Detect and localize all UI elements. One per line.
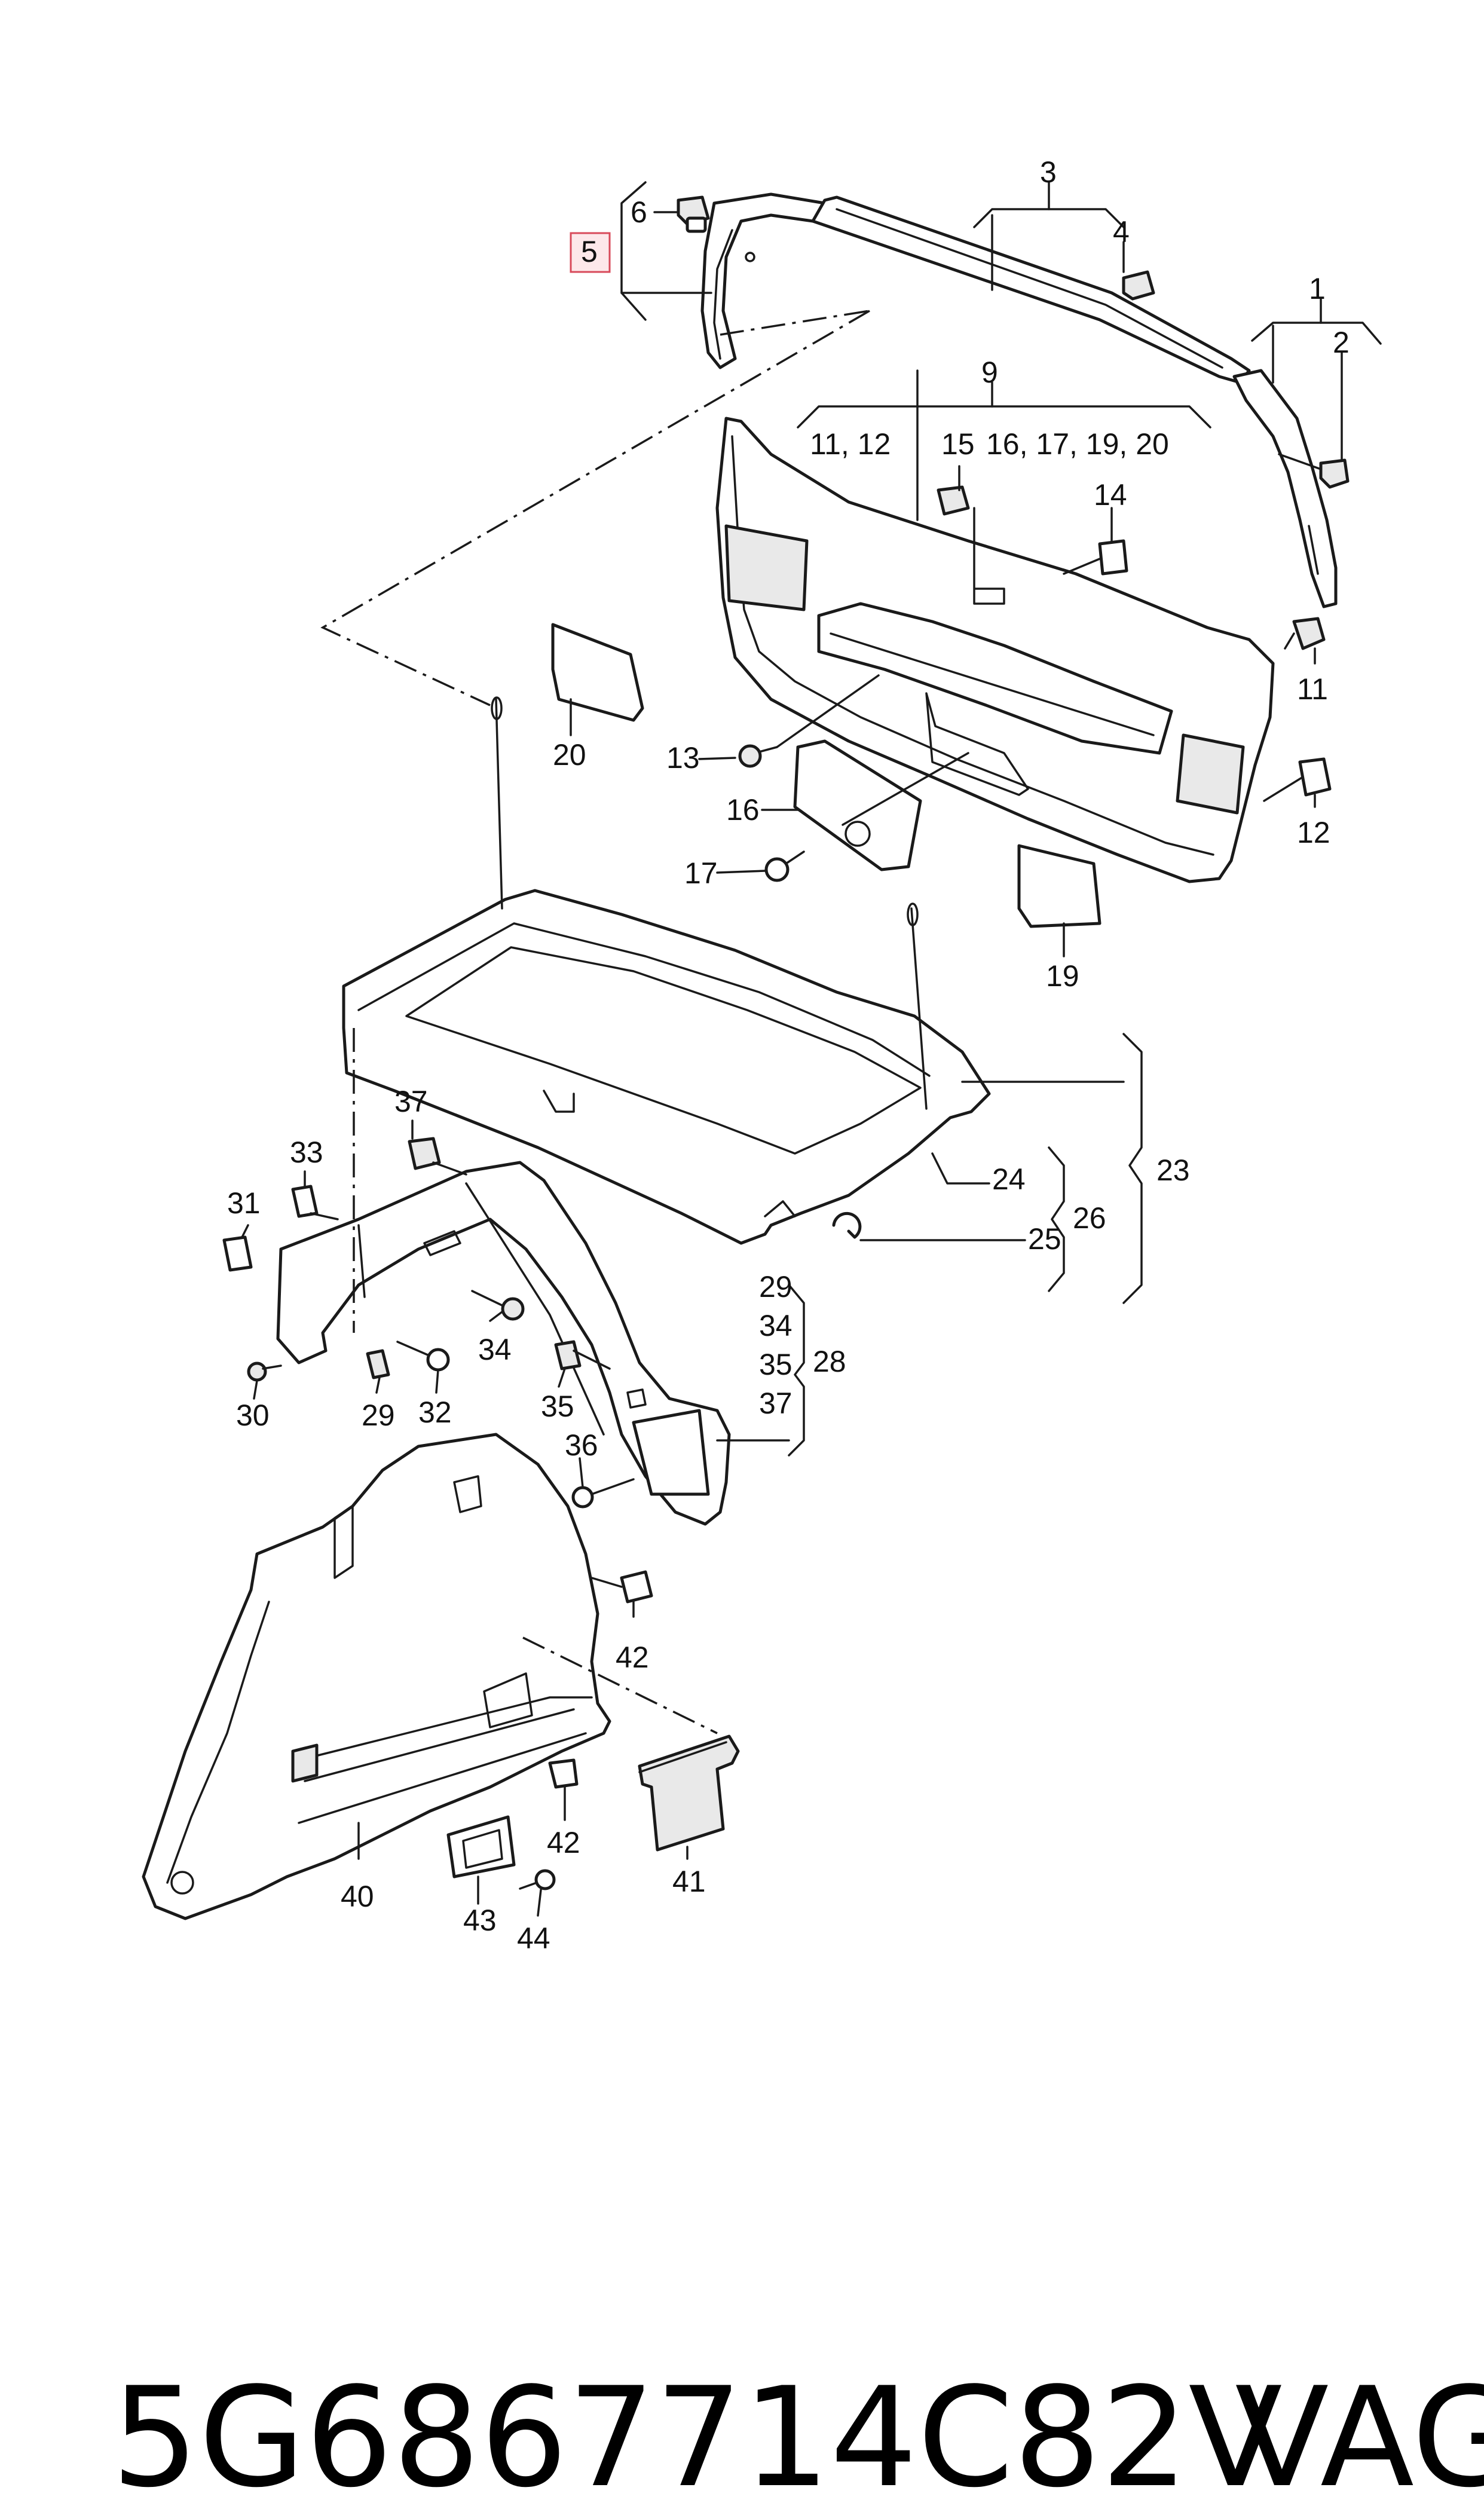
callout-24: 24 bbox=[992, 1162, 1026, 1196]
right-pillar-trim bbox=[1232, 369, 1338, 608]
strap-right bbox=[907, 902, 928, 1110]
callout-6: 6 bbox=[631, 195, 647, 229]
leaders bbox=[241, 181, 1382, 1917]
callout-41: 41 bbox=[672, 1865, 706, 1898]
callout-28-b: 34 bbox=[759, 1309, 793, 1342]
callout-9-sub-a: 11, 12 bbox=[810, 427, 891, 461]
callout-37: 37 bbox=[394, 1085, 428, 1118]
callout-23: 23 bbox=[1156, 1154, 1190, 1187]
clip-42-upper bbox=[620, 1570, 653, 1604]
left-pillar-trim bbox=[700, 192, 827, 369]
callout-3: 3 bbox=[1040, 155, 1057, 189]
callout-32: 32 bbox=[418, 1396, 452, 1429]
callout-9: 9 bbox=[981, 356, 998, 389]
callout-31: 31 bbox=[227, 1186, 261, 1220]
callout-28-d: 37 bbox=[759, 1387, 793, 1420]
clip-2 bbox=[1278, 453, 1350, 489]
brand-name: VAG bbox=[1235, 2358, 1484, 2518]
callout-9-sub-b: 15 bbox=[941, 427, 975, 461]
clip-12 bbox=[1298, 757, 1332, 797]
screw-30 bbox=[247, 1362, 282, 1382]
upper-rail-trim bbox=[811, 195, 1251, 384]
callout-44: 44 bbox=[517, 1922, 550, 1955]
screw-34 bbox=[471, 1290, 525, 1321]
screw-44 bbox=[519, 1869, 556, 1890]
callout-2: 2 bbox=[1333, 326, 1350, 359]
callout-34: 34 bbox=[478, 1333, 512, 1366]
screw-36 bbox=[571, 1478, 635, 1509]
clip-15 bbox=[937, 485, 970, 516]
callout-36: 36 bbox=[565, 1428, 598, 1462]
callout-20: 20 bbox=[553, 738, 586, 772]
callout-26: 26 bbox=[1073, 1201, 1106, 1235]
callout-28-c: 35 bbox=[759, 1348, 793, 1381]
footer-caption: 5G6867714C82VVAG bbox=[24, 2205, 1484, 2516]
clip-4 bbox=[1122, 270, 1155, 301]
callout-42-lower: 42 bbox=[547, 1826, 580, 1859]
clip-6 bbox=[677, 195, 710, 233]
strap-left bbox=[491, 696, 503, 910]
callout-5-highlight bbox=[570, 232, 611, 273]
clip-14 bbox=[1098, 539, 1128, 576]
clip-35 bbox=[554, 1340, 582, 1370]
callout-28-a: 29 bbox=[759, 1270, 793, 1304]
bracket-41 bbox=[638, 1734, 740, 1852]
callout-5: 5 bbox=[581, 235, 598, 268]
parcel-shelf bbox=[342, 889, 991, 1245]
tailgate-trim-panel bbox=[715, 369, 1275, 883]
luggage-side-trim bbox=[142, 1433, 611, 1920]
clip-17 bbox=[764, 850, 805, 882]
callout-1: 1 bbox=[1309, 272, 1326, 305]
clip-31 bbox=[222, 1235, 253, 1272]
handle-cover-16 bbox=[793, 739, 922, 871]
clip-25 bbox=[832, 1211, 862, 1239]
grommet-43 bbox=[446, 1815, 516, 1878]
part-number: 5G6867714C82V bbox=[111, 2358, 1283, 2518]
clip-29 bbox=[366, 1349, 390, 1379]
callout-33: 33 bbox=[290, 1136, 323, 1169]
clip-11 bbox=[1292, 617, 1326, 650]
callout-4: 4 bbox=[1113, 215, 1130, 249]
clip-37 bbox=[408, 1137, 441, 1170]
clip-42-lower bbox=[548, 1758, 579, 1789]
callout-9-sub-c: 16, 17, 19, 20 bbox=[986, 427, 1169, 461]
callout-25: 25 bbox=[1028, 1222, 1061, 1256]
callout-14: 14 bbox=[1094, 478, 1127, 512]
callout-43: 43 bbox=[463, 1904, 497, 1937]
callout-12: 12 bbox=[1297, 816, 1330, 849]
cover-20 bbox=[551, 623, 644, 722]
callout-labels: 1 2 3 4 5 6 9 11, 12 15 16, 17, 19, 20 1… bbox=[227, 155, 1350, 1955]
cover-19 bbox=[1017, 844, 1101, 928]
callout-17: 17 bbox=[684, 856, 718, 890]
callout-11: 11 bbox=[1297, 672, 1328, 706]
callout-35: 35 bbox=[541, 1390, 574, 1423]
callout-40: 40 bbox=[341, 1880, 374, 1913]
screw-32 bbox=[396, 1341, 450, 1372]
callout-28: 28 bbox=[813, 1345, 846, 1378]
reference-lines bbox=[320, 310, 870, 1734]
clip-33 bbox=[291, 1185, 319, 1218]
callout-16: 16 bbox=[726, 793, 760, 827]
callout-42-upper: 42 bbox=[616, 1641, 649, 1674]
callout-13: 13 bbox=[666, 741, 700, 775]
side-carrier-bracket bbox=[276, 1161, 731, 1526]
callout-30: 30 bbox=[236, 1399, 270, 1432]
callout-29: 29 bbox=[362, 1399, 395, 1432]
screw-13 bbox=[738, 744, 778, 768]
callout-19: 19 bbox=[1046, 959, 1079, 993]
